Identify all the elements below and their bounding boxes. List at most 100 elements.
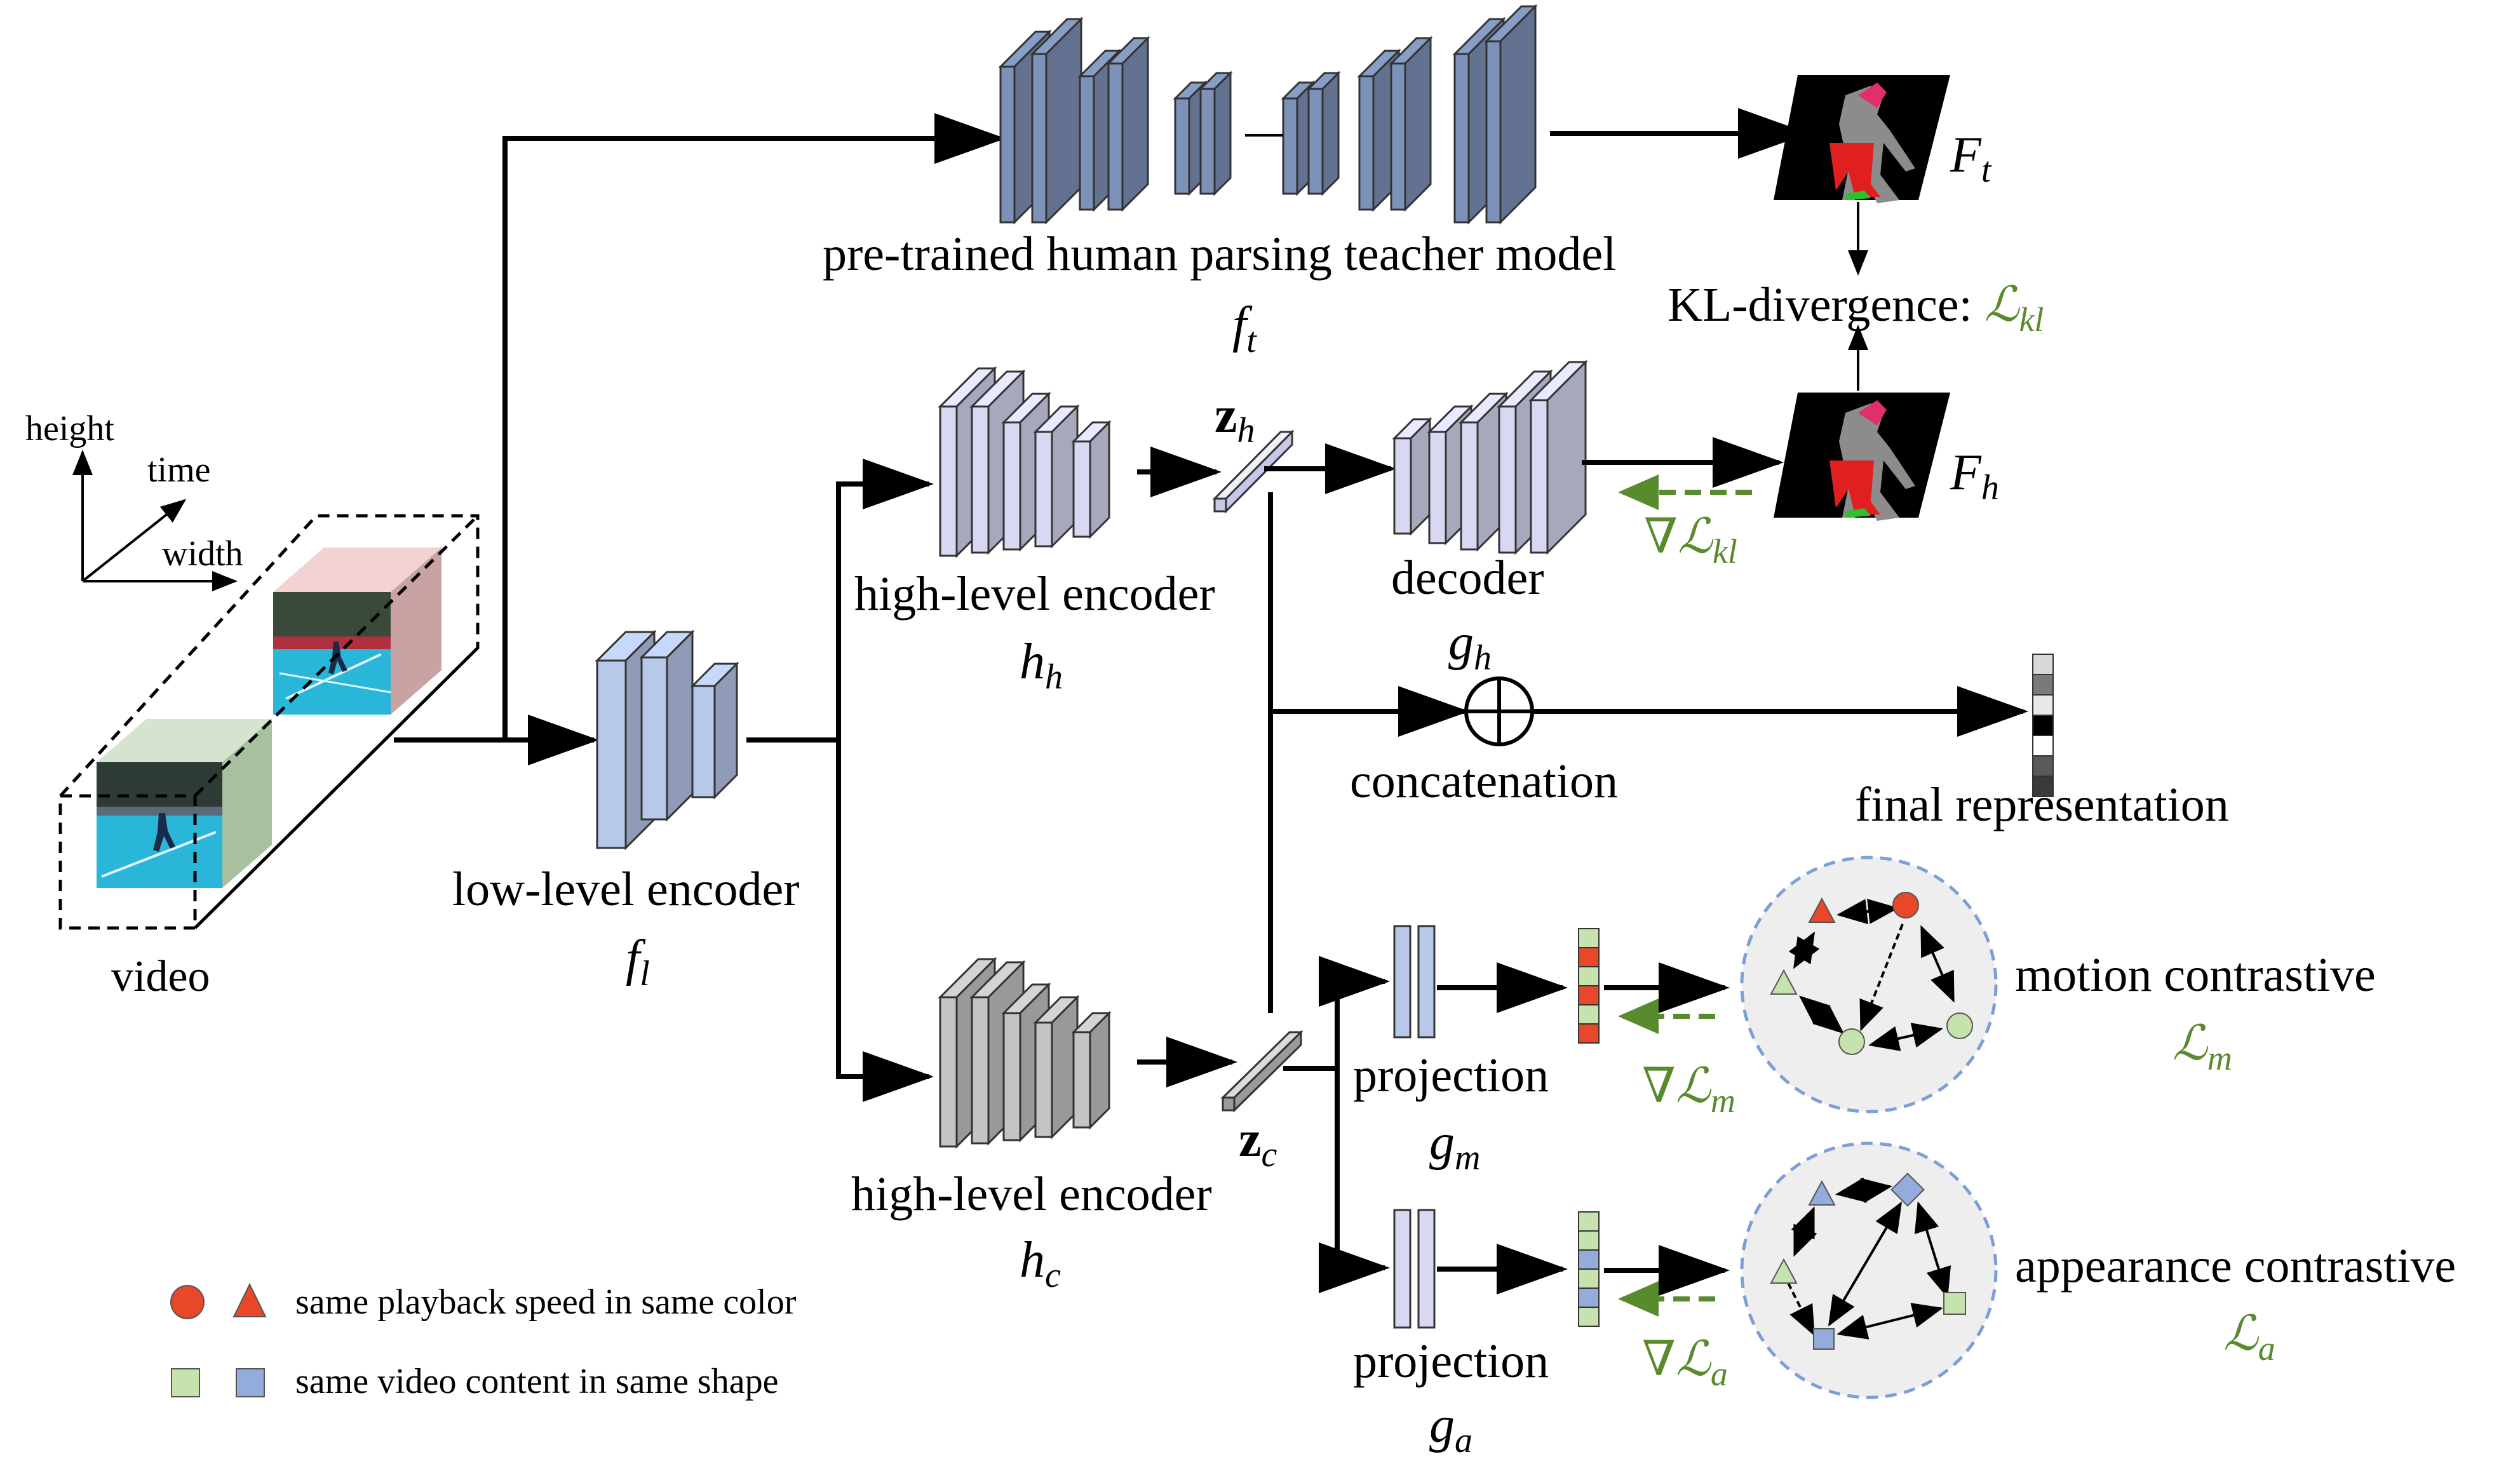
final-representation: final representation — [1855, 654, 2229, 831]
motion-red-triangle — [1808, 897, 1836, 923]
appearance-blue-triangle — [1808, 1180, 1836, 1206]
axis-time-label: time — [147, 450, 211, 490]
appearance-embedding-vector — [1578, 1211, 1600, 1327]
kl-label: KL-divergence: ℒkl — [1668, 278, 2044, 339]
grad-m-label: ∇ℒm — [1642, 1059, 1735, 1120]
decoder-layer-1 — [1392, 417, 1432, 536]
axis-width-label: width — [162, 534, 243, 574]
teacher-layer-12 — [1484, 4, 1538, 225]
zc-symbol: zc — [1239, 1112, 1277, 1174]
high-level-encoder-c-label: high-level encoder — [851, 1167, 1212, 1221]
high-level-encoder-h-label: high-level encoder — [854, 567, 1215, 621]
decoder-layers — [1392, 360, 1588, 555]
low-level-encoder: low-level encoder fl — [452, 629, 800, 993]
decoder: decoder gh — [1391, 360, 1784, 678]
appearance-contrastive-space — [1740, 1141, 1998, 1399]
motion-green-triangle — [1770, 969, 1798, 995]
projection-branches — [1283, 956, 1390, 1293]
gm-symbol: gm — [1429, 1115, 1480, 1178]
appearance-loss-symbol: ℒa — [2223, 1307, 2275, 1368]
legend-red-circle — [170, 1285, 205, 1319]
appearance-blue-square-2 — [1813, 1328, 1835, 1350]
appearance-vec-cell-6 — [1578, 1307, 1600, 1327]
low-level-layer-3 — [690, 661, 739, 800]
low-level-layer-2 — [639, 629, 695, 822]
hh-layer-5 — [1071, 420, 1112, 539]
appearance-blue-square-1 — [1890, 1173, 1925, 1207]
appearance-contrastive-label: appearance contrastive — [2015, 1239, 2456, 1293]
concatenation: concatenation — [1270, 676, 2028, 808]
legend-speed-label: same playback speed in same color — [295, 1282, 797, 1322]
motion-green-circle-2 — [1946, 1012, 1973, 1039]
motion-vec-cell-3 — [1578, 966, 1600, 986]
zh-symbol: zh — [1215, 387, 1255, 450]
final-cell-2 — [2032, 674, 2054, 696]
hh-symbol: hh — [1020, 634, 1063, 697]
axis-height-label: height — [25, 409, 114, 448]
low-level-encoder-label: low-level encoder — [452, 863, 800, 916]
projection-m: projection gm — [1353, 925, 1568, 1178]
motion-vec-cell-1 — [1578, 928, 1600, 948]
motion-vec-cell-5 — [1578, 1004, 1600, 1025]
fh-symbol: Fh — [1950, 445, 1999, 508]
ga-symbol: ga — [1429, 1397, 1472, 1459]
low-level-encoder-layers — [595, 629, 739, 851]
projection-m-label: projection — [1353, 1049, 1549, 1102]
legend-green-square — [171, 1368, 200, 1397]
final-cell-5 — [2032, 735, 2054, 756]
motion-green-circle-1 — [1838, 1028, 1865, 1055]
teacher-layer-2 — [1030, 17, 1084, 225]
high-level-encoder-c: high-level encoder hc — [851, 957, 1237, 1295]
main-flow-lines — [394, 113, 1006, 1102]
legend-blue-square — [236, 1368, 265, 1397]
final-cell-4 — [2032, 715, 2054, 736]
appearance-vec-cell-2 — [1578, 1230, 1600, 1251]
teacher-model: pre-trained human parsing teacher model … — [823, 4, 1809, 360]
zc-feature — [1220, 1030, 1304, 1113]
legend: same playback speed in same color same v… — [170, 1282, 797, 1401]
projection-a-label: projection — [1353, 1335, 1549, 1388]
appearance-vec-cell-5 — [1578, 1288, 1600, 1308]
motion-vec-cell-2 — [1578, 947, 1600, 967]
projection-a: projection ga — [1353, 1209, 1568, 1459]
concatenation-label: concatenation — [1350, 755, 1618, 808]
video-label: video — [111, 952, 210, 1001]
hc-layer-4 — [1033, 995, 1080, 1140]
teacher-layer-8 — [1306, 71, 1341, 196]
final-representation-label: final representation — [1855, 778, 2229, 831]
appearance-green-square — [1943, 1292, 1966, 1315]
teacher-label: pre-trained human parsing teacher model — [823, 227, 1616, 281]
appearance-vec-cell-3 — [1578, 1249, 1600, 1270]
motion-loss-symbol: ℒm — [2173, 1017, 2232, 1077]
gh-symbol: gh — [1448, 615, 1492, 678]
motion-contrastive-space — [1740, 856, 1998, 1113]
final-cell-6 — [2032, 755, 2054, 777]
decoder-layer-5 — [1528, 360, 1588, 555]
decoder-label: decoder — [1391, 551, 1544, 605]
video-input: video — [58, 514, 480, 1001]
high-level-encoder-h-layers — [938, 366, 1112, 558]
appearance-vec-cell-1 — [1578, 1211, 1600, 1232]
teacher-layer-10 — [1389, 36, 1433, 212]
motion-red-circle — [1892, 892, 1919, 918]
final-cell-1 — [2032, 654, 2054, 675]
hh-layer-4 — [1033, 404, 1080, 549]
teacher-symbol: ft — [1232, 297, 1257, 360]
teacher-layers — [998, 4, 1538, 225]
low-level-symbol: fl — [626, 931, 650, 993]
final-cell-7 — [2032, 776, 2054, 797]
zh-feature — [1212, 429, 1295, 514]
appearance-green-triangle — [1770, 1258, 1798, 1284]
ft-symbol: Ft — [1950, 127, 1992, 190]
teacher-layer-6 — [1198, 71, 1233, 196]
grad-a-label: ∇ℒa — [1642, 1333, 1728, 1393]
legend-red-triangle — [232, 1282, 267, 1317]
motion-vec-cell-4 — [1578, 985, 1600, 1005]
legend-content-label: same video content in same shape — [295, 1362, 778, 1401]
teacher-layer-4 — [1106, 36, 1150, 212]
motion-embedding-vector — [1578, 928, 1600, 1044]
axis-indicator: height time width — [25, 409, 243, 591]
motion-contrastive-label: motion contrastive — [2015, 948, 2376, 1002]
appearance-vec-cell-4 — [1578, 1268, 1600, 1289]
